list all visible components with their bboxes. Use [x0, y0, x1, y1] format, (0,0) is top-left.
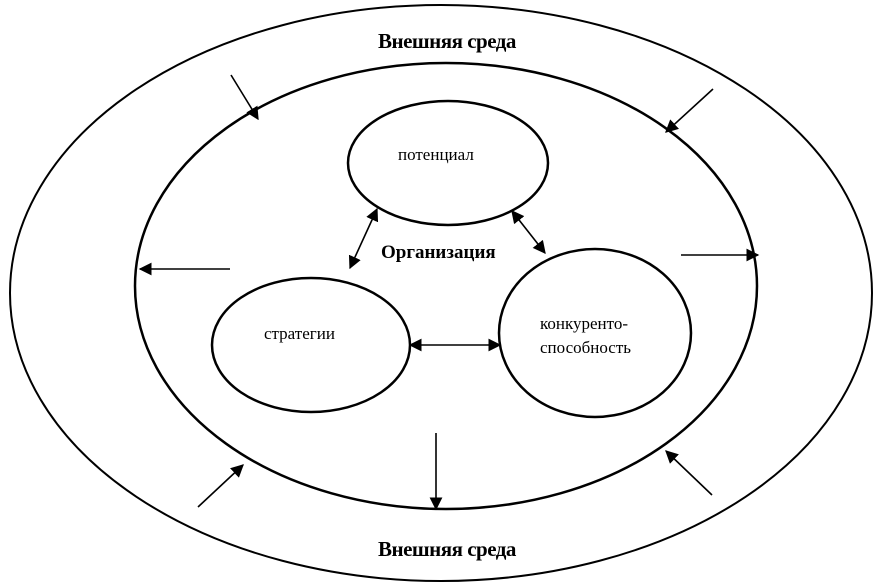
- potential-node: [346, 99, 550, 227]
- competitiveness-node: [497, 247, 693, 419]
- outer-environment-label-bottom: Внешняя среда: [378, 537, 516, 561]
- competitiveness-node-label-line2: способность: [540, 338, 632, 357]
- outer-environment-label-top: Внешняя среда: [378, 29, 516, 53]
- arrow-env-in-top-right: [665, 88, 714, 133]
- competitiveness-node-label: конкуренто- способность: [540, 312, 631, 360]
- arrow-env-in-bottom-right: [665, 450, 713, 496]
- arrow-potential-competitiveness: [511, 209, 546, 255]
- competitiveness-node-label-line1: конкуренто-: [540, 314, 629, 333]
- strategy-node: [210, 276, 412, 414]
- organization-label: Организация: [381, 242, 496, 263]
- arrow-env-in-bottom-left: [197, 464, 244, 508]
- arrow-potential-strategy: [348, 207, 379, 270]
- outer-environment-ellipse: [9, 4, 873, 582]
- organization-ellipse: [133, 61, 759, 511]
- potential-node-label: потенциал: [398, 145, 474, 164]
- arrow-env-in-top-left: [230, 74, 259, 121]
- strategy-node-label: стратегии: [264, 324, 335, 343]
